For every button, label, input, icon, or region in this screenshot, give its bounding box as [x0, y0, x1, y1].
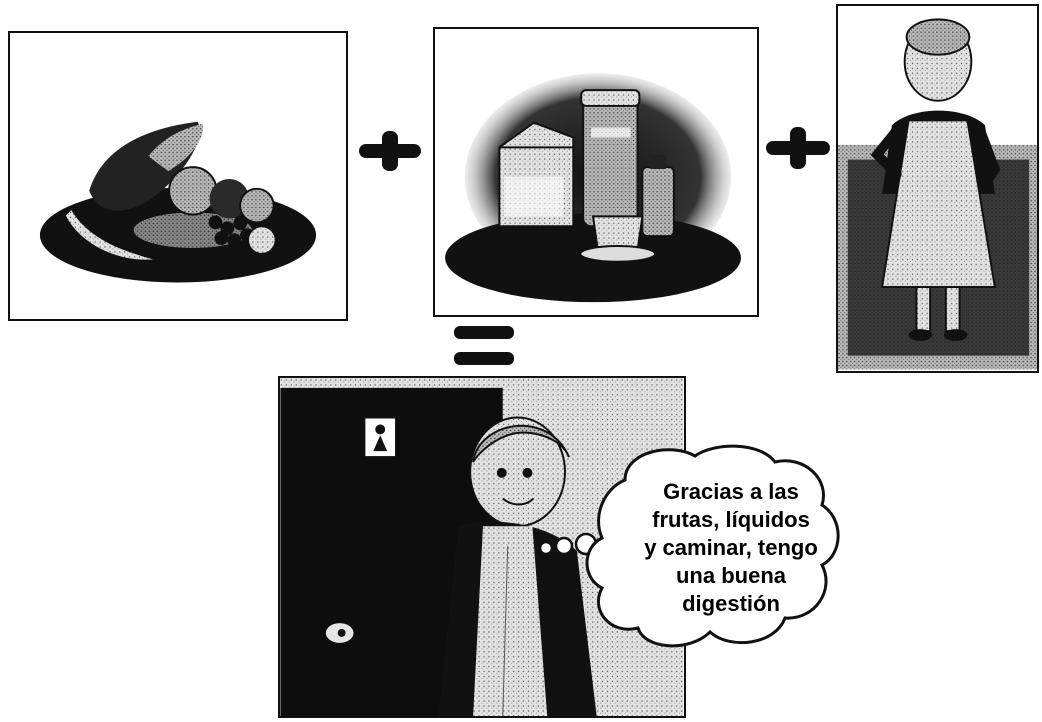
walking-panel: [836, 4, 1039, 373]
bubble-line: y caminar, tengo: [644, 535, 818, 560]
equals-icon: [454, 326, 514, 365]
bubble-line: frutas, líquidos: [652, 507, 810, 532]
bubble-line: digestión: [682, 591, 780, 616]
plus-icon: [766, 127, 830, 169]
drinks-panel: [433, 27, 759, 317]
restroom-scene-illustration: [280, 378, 684, 716]
walking-woman-icon: [838, 18, 1037, 370]
fruits-panel: [8, 31, 348, 321]
thought-bubble: [538, 444, 840, 648]
thought-bubble-text: Gracias a las frutas, líquidos y caminar…: [612, 478, 850, 618]
plus-icon: [359, 131, 421, 171]
beverages-icon: [445, 73, 741, 303]
fruit-plate-icon: [39, 121, 317, 283]
bubble-line: Gracias a las: [663, 479, 799, 504]
bubble-line: una buena: [675, 563, 786, 588]
